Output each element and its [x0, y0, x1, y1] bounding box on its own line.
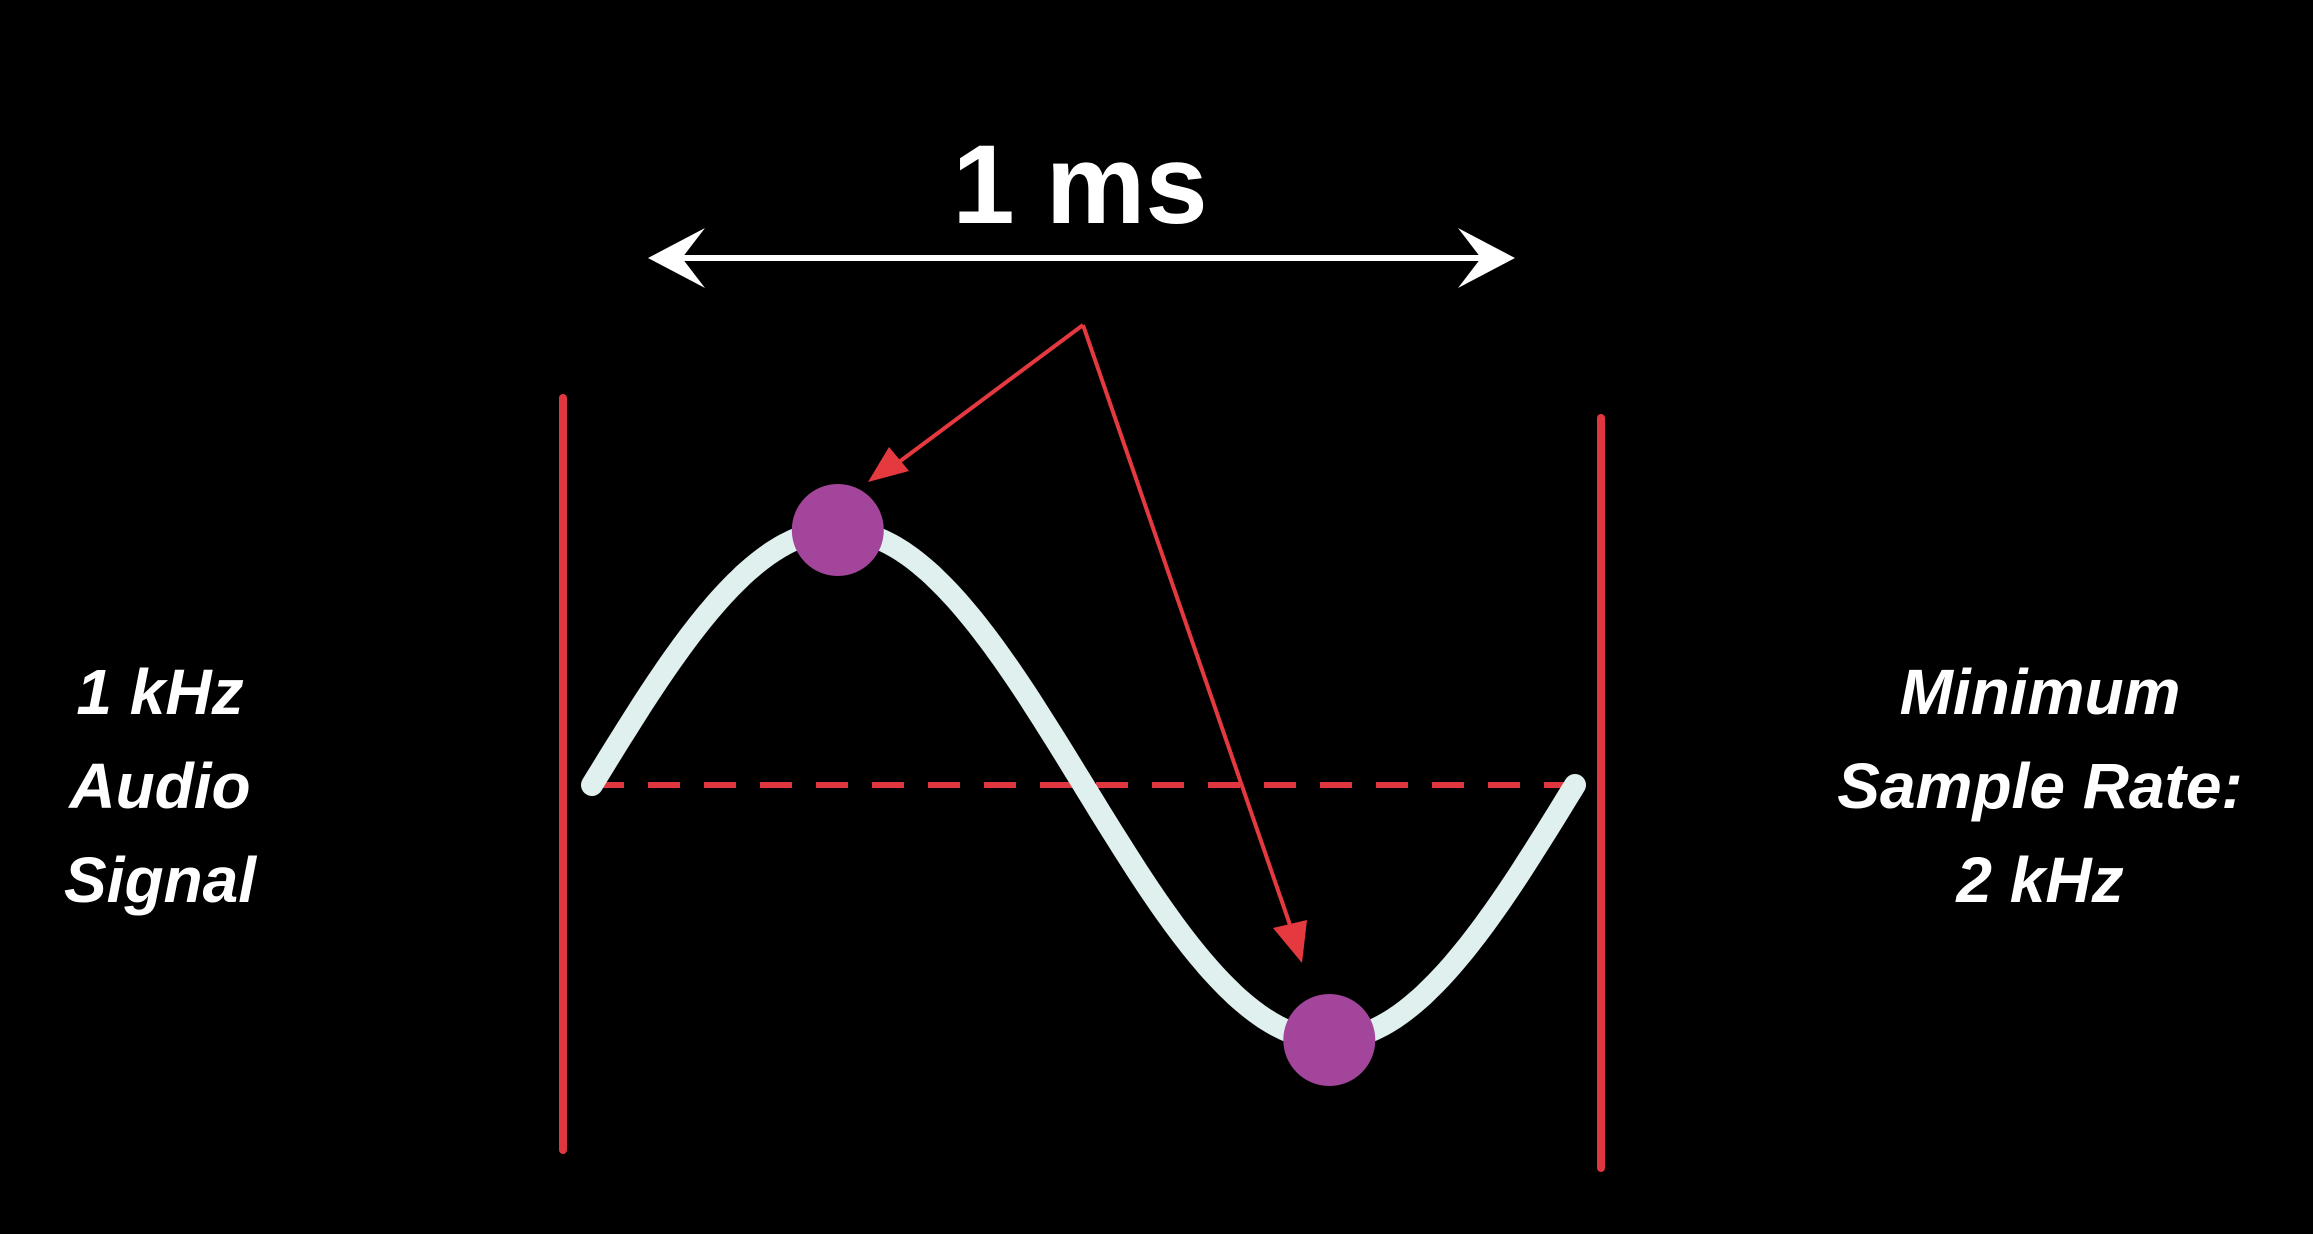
sample-rate-label-line-1: Minimum	[1899, 656, 2181, 728]
sample-pointer-arrows	[868, 323, 1307, 963]
sine-wave	[581, 518, 1586, 1052]
peak-arrowhead-icon	[868, 447, 909, 482]
right-arrowhead-icon	[1458, 228, 1515, 288]
sample-rate-label: Minimum Sample Rate: 2 kHz	[1775, 645, 2305, 927]
signal-label-line-2: Audio	[69, 750, 251, 822]
signal-label: 1 kHz Audio Signal	[20, 645, 300, 927]
pointer-to-peak	[893, 323, 1085, 467]
pointer-to-trough	[1081, 324, 1292, 926]
period-label: 1 ms	[952, 122, 1208, 247]
trough-sample-dot	[1283, 994, 1376, 1086]
period-dimension-arrow	[648, 228, 1515, 288]
signal-label-line-1: 1 kHz	[76, 656, 244, 728]
sample-rate-label-line-3: 2 kHz	[1956, 844, 2124, 916]
signal-label-line-3: Signal	[63, 844, 257, 916]
left-arrowhead-icon	[648, 228, 705, 288]
sample-rate-label-line-2: Sample Rate:	[1837, 750, 2243, 822]
peak-sample-dot	[791, 484, 884, 576]
trough-arrowhead-icon	[1273, 920, 1307, 963]
